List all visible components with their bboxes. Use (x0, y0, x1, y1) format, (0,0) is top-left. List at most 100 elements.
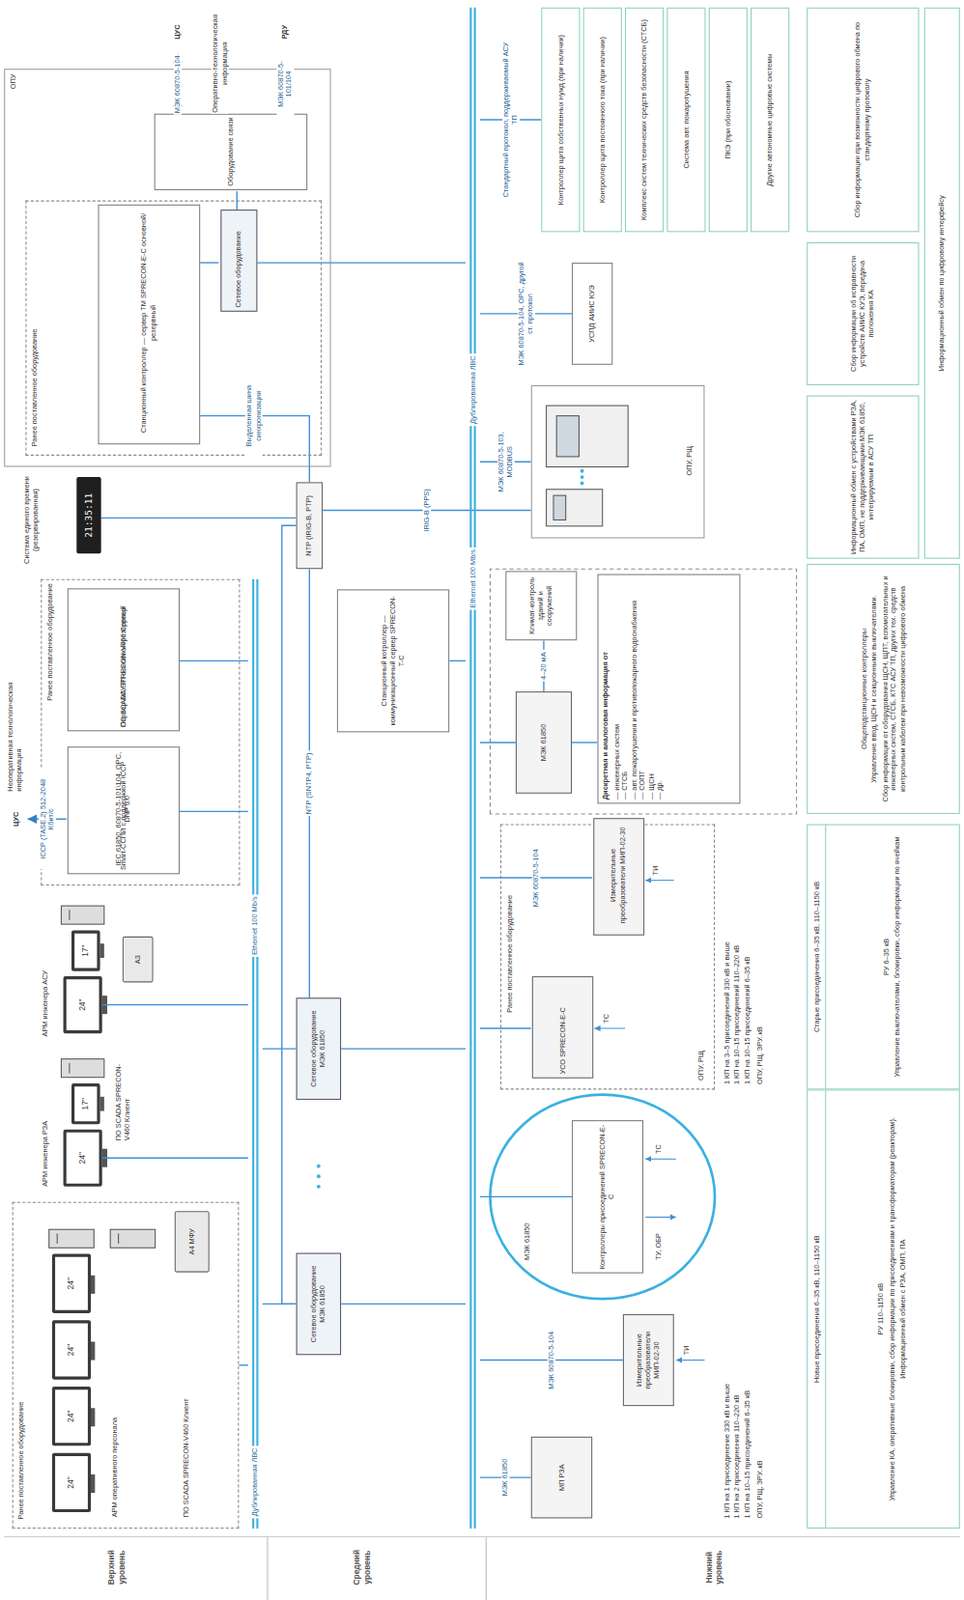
monitor-stand (100, 1097, 105, 1112)
group-outline (489, 568, 796, 815)
lan-line (252, 579, 258, 1530)
pc-detail (68, 1063, 70, 1075)
connector (198, 261, 219, 263)
monitor: 24" (52, 1254, 91, 1314)
device-box: Smart-ССПИ с поддержкой ICCPIEC 61850, 6… (67, 746, 180, 875)
node-text: 24" (77, 998, 87, 1011)
connector-label: ICCP (TASE.2) 512-2048 Кбит/с (38, 768, 57, 871)
connector (480, 741, 516, 743)
node-text: Дискретная и аналоговая информация от (601, 578, 611, 800)
node-text: Контроллер щита постоянного тока (при на… (597, 11, 607, 228)
annotation: ОПУ, РЩ, ЗРУ..кВ (755, 1100, 765, 1519)
node-text: Оборудование связи (226, 116, 235, 186)
node-text: — авт. пожаротушения и противопожарного … (629, 578, 639, 800)
monitor: 17" (71, 1083, 101, 1125)
relay-display (556, 416, 579, 457)
pc-tower (49, 1229, 95, 1248)
node-text: Дублированная ЛВС (466, 353, 480, 426)
device-box: Сервер АСУТП основной/резервныйПО SCADA … (67, 588, 180, 732)
connector (101, 517, 297, 519)
device-box: Оборудование связи (154, 113, 309, 191)
node-text: Сетевое оборудование МЭК 61850 (310, 1001, 328, 1096)
node-text: РУ 110–1150 кВ (877, 1094, 886, 1526)
node-text: — ЩСН (647, 578, 656, 800)
time-display: 21:35:11 (76, 477, 101, 554)
node-text: Система авт. пожаротушения (681, 11, 691, 228)
node-text: АРМ оперативного персонала (110, 1313, 119, 1518)
connector (102, 1158, 249, 1160)
table-cell: Контроллер щита собственных нужд (при на… (540, 7, 580, 233)
field-device: УСО SPRECON-E-C (532, 976, 594, 1079)
annotation: 1 КП на 10–15 присоединений 110–220 кВ (733, 829, 742, 1085)
node-text: МП РЗА (557, 1441, 567, 1515)
node-text: 24" (77, 1152, 87, 1164)
node-text: РДУ (280, 25, 289, 39)
connector-label: Выделенная шина синхронизации (245, 368, 263, 463)
monitor: 17" (71, 930, 101, 971)
pc-detail (56, 1233, 58, 1245)
node-text: Общеподстанционные контроллеры (859, 567, 869, 811)
node-text: Климат-контроль зданий и сооружений (528, 575, 555, 637)
node-text: Управление ввод, ЩСН и секционными выклю… (870, 567, 879, 811)
node-text: Измерительные преобразователи МИП-02-30 (635, 1318, 662, 1403)
printer: A3 (122, 936, 154, 984)
level-separator (485, 1536, 487, 1600)
monitor: 24" (63, 1130, 103, 1188)
node-text: 24" (66, 1410, 77, 1422)
field-device: NTP (IRIG-B, PTP) (296, 482, 323, 569)
annotation: Оперативно-технологическая информация (211, 13, 229, 114)
node-text: 24" (66, 1277, 77, 1290)
signal-arrow (645, 1217, 677, 1219)
node-text: ЦУС (172, 24, 182, 39)
node-text: 24" (66, 1476, 77, 1489)
node-text: Измерительные преобразователи МИП-02-30 (610, 819, 628, 932)
connector-label: Стандартный протокол, поддерживаемый АСУ… (502, 35, 520, 203)
node-text: Сетевое оборудование МЭК 61850 (310, 1257, 328, 1352)
ellipsis-dot (316, 1164, 321, 1169)
node-text: 21:35:11 (83, 493, 95, 539)
ellipsis-dot (580, 482, 585, 486)
destination: ЦУС (5, 798, 28, 840)
annotation: ТУ, ОБР (654, 1219, 664, 1261)
connector (480, 1196, 572, 1198)
monitor: 24" (52, 1387, 91, 1446)
site-frame: ОПУРанее поставленное оборудованиеСетево… (3, 68, 331, 467)
node-text: Комплекс систем технических средств безо… (640, 11, 650, 228)
annotation: 1 КП на 2 присоединения 110–220 кВ (733, 1100, 742, 1519)
signal-arrow (676, 1360, 706, 1361)
connector-label: МЭК 60870-5-104 (546, 1330, 556, 1392)
node-text: Другие автономные цифровые системы (765, 11, 775, 228)
connector (571, 741, 597, 743)
node-text: — др. (655, 578, 665, 800)
table-cell: ПКЭ (при обосновании) (708, 7, 748, 233)
relay-display (553, 495, 567, 520)
connector-label: МЭК 60870-5-104, OPC, другой ст. протоко… (516, 257, 535, 369)
ellipsis-dot (580, 475, 585, 480)
node-text: Ethernet 100 Mb/s (249, 894, 262, 958)
node-text: Контроллеры присоединений SPRECON-E-C (598, 1124, 617, 1270)
node-text: ЦУС (12, 812, 22, 827)
node-text: A4 МФУ (187, 1228, 197, 1255)
relay-device (546, 489, 603, 527)
connector-label: МЭК 60870-5-103, MODBUS (496, 416, 514, 508)
node-text: ОПУ (9, 73, 19, 109)
annotation: АРМ инженера АСУ (40, 904, 50, 1037)
node-text: Ранее поставленное оборудование (17, 1213, 27, 1520)
connector (480, 1027, 532, 1029)
connector (102, 1004, 249, 1006)
table-cell: РУ 110–1150 кВУправление КА, оперативные… (824, 1089, 961, 1530)
annotation: Система единого времени (резервированная… (22, 469, 40, 572)
equipment-group: Ранее поставленное оборудование АРМ опера… (12, 1202, 240, 1530)
level-label: Нижний уровень (704, 1539, 725, 1597)
node-text: Контроллер щита собственных нужд (при на… (556, 11, 566, 228)
field-device: МЭК 61850 (515, 691, 572, 794)
annotation: ТИ (681, 1340, 691, 1356)
annotation: АРМ инженера РЗА (40, 1053, 50, 1187)
table-cell: Комплекс систем технических средств безо… (624, 7, 664, 233)
network-switch: Сетевое оборудование (220, 209, 257, 312)
node-text: Информационный обмен с РЗА, ОМП, ПА (899, 1094, 908, 1526)
network-switch: Сетевое оборудование МЭК 61850 (296, 1253, 342, 1357)
node-text: УСО SPRECON-E-C (558, 1007, 568, 1076)
device-group: ОПУ, РЩ (531, 385, 706, 539)
